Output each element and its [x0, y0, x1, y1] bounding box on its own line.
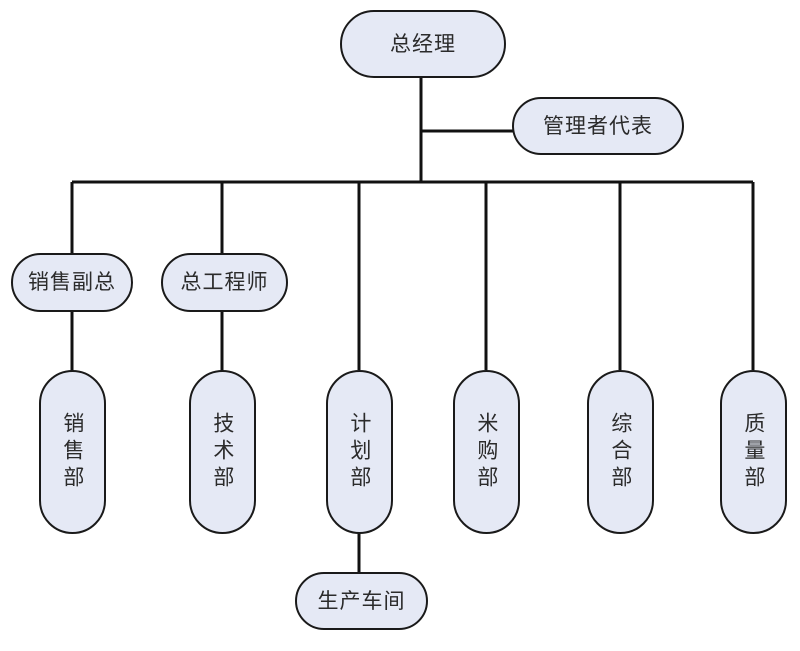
node-chief-engineer[interactable]: 总工程师: [161, 253, 288, 312]
node-general-manager-label: 总经理: [390, 31, 456, 56]
node-general-affairs-dept[interactable]: 综合部: [587, 370, 654, 534]
node-planning-dept[interactable]: 计划部: [326, 370, 393, 534]
node-technical-dept[interactable]: 技术部: [189, 370, 256, 534]
node-general-manager[interactable]: 总经理: [340, 10, 506, 78]
node-sales-dept[interactable]: 销售部: [39, 370, 106, 534]
node-quality-dept[interactable]: 质量部: [720, 370, 787, 534]
node-purchasing-dept-label: 米购部: [474, 411, 499, 493]
node-planning-dept-label: 计划部: [347, 411, 372, 493]
node-production-workshop-label: 生产车间: [317, 588, 406, 613]
node-management-representative-label: 管理者代表: [543, 113, 653, 138]
node-purchasing-dept[interactable]: 米购部: [453, 370, 520, 534]
node-general-affairs-dept-label: 综合部: [608, 411, 633, 493]
node-quality-dept-label: 质量部: [741, 411, 766, 493]
node-sales-dept-label: 销售部: [60, 411, 85, 493]
node-sales-vp[interactable]: 销售副总: [11, 253, 133, 312]
node-sales-vp-label: 销售副总: [28, 270, 116, 295]
node-production-workshop[interactable]: 生产车间: [295, 572, 428, 630]
node-management-representative[interactable]: 管理者代表: [512, 97, 684, 155]
node-chief-engineer-label: 总工程师: [180, 270, 269, 295]
node-technical-dept-label: 技术部: [210, 411, 235, 493]
